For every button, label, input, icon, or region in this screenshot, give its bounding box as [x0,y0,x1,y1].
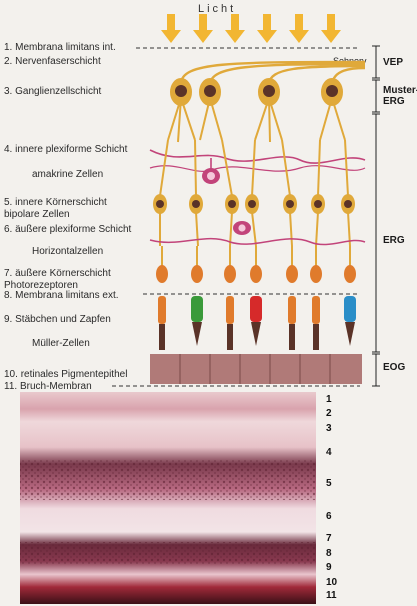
light-arrow-2 [193,14,213,43]
receptor-somata [156,265,356,283]
receptor-soma [250,265,262,283]
amacrine-nucleus [207,172,215,180]
histology-nuclei [20,542,316,564]
amacrine-cells [150,150,365,184]
ganglion-nucleus [204,85,216,97]
bipolar-nucleus [192,200,200,208]
erg-bracket [372,114,380,352]
histology-section [20,392,316,604]
receptor-stalk [162,246,350,266]
green-cone [191,296,203,346]
histology-number: 4 [326,447,332,458]
histology-number: 2 [326,408,332,419]
light-arrow-4 [257,14,277,43]
bipolar-nucleus [228,200,236,208]
receptor-soma [344,265,356,283]
bipolar-nucleus [314,200,322,208]
photoreceptors [156,246,356,350]
blue-cone [344,296,356,346]
rod [226,296,234,350]
receptor-soma [224,265,236,283]
amacrine-process [150,166,365,172]
horizontal-process [150,239,365,245]
ganglion-nucleus [326,85,338,97]
eog-bracket [372,354,380,386]
pigment-epithelium [150,354,362,384]
vep-bracket [372,46,380,78]
histology-number: 1 [326,394,332,405]
histology-number: 5 [326,478,332,489]
ganglion-nucleus [175,85,187,97]
histology-number: 7 [326,533,332,544]
zone-brackets [372,46,380,386]
bipolar-nucleus [344,200,352,208]
histology-number: 9 [326,562,332,573]
receptor-soma [310,265,322,283]
histology-number: 6 [326,511,332,522]
bipolar-axons [160,140,348,196]
histology-nuclei [20,460,316,500]
rod [288,296,296,350]
light-arrow-5 [289,14,309,43]
histology-number: 10 [326,577,337,588]
amacrine-process [150,150,365,163]
light-arrow-3 [225,14,245,43]
receptor-soma [286,265,298,283]
rods [158,296,320,350]
rod [312,296,320,350]
light-arrow-6 [321,14,341,43]
pattern-erg-bracket [372,80,380,112]
receptor-soma [156,265,168,283]
ganglion-cells [168,79,345,142]
bipolar-nucleus [156,200,164,208]
horizontal-nucleus [238,224,245,231]
horizontal-cells [150,221,365,245]
cones [191,296,356,346]
bipolar-nucleus [248,200,256,208]
bipolar-cells [153,140,355,246]
receptor-soma [191,265,203,283]
histology-number: 3 [326,423,332,434]
light-arrows [161,14,341,43]
bipolar-nucleus [286,200,294,208]
red-cone [250,296,262,346]
light-arrow-1 [161,14,181,43]
photoreceptor-inner-stalks [162,246,350,266]
rod [158,296,166,350]
histology-number: 11 [326,590,337,601]
ganglion-nucleus [263,85,275,97]
histology-number: 8 [326,548,332,559]
